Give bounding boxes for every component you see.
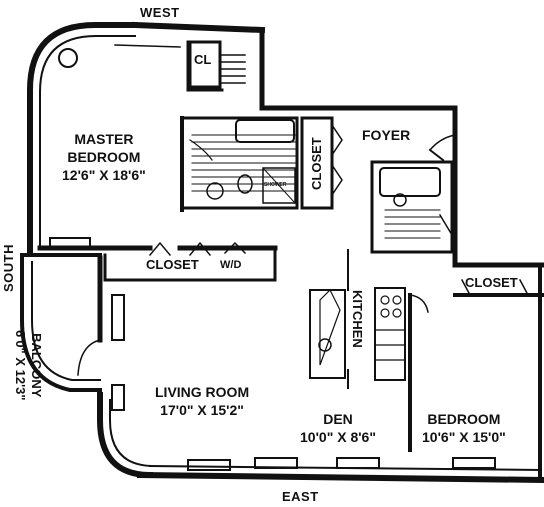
shower-label: SHOWER xyxy=(264,182,287,188)
closet-vertical-box xyxy=(300,116,334,210)
bedroom-closet-door-1 xyxy=(460,278,472,297)
wd-door xyxy=(223,241,247,255)
compass-west-label: WEST xyxy=(140,5,180,20)
bedroom-closet-door-2 xyxy=(518,278,530,297)
stove-burner-4 xyxy=(392,308,402,318)
living-column-1 xyxy=(111,294,125,341)
master-shower xyxy=(262,167,296,204)
closet-hall-label: CLOSET xyxy=(146,257,199,272)
den-door-arc xyxy=(409,294,429,313)
window-4 xyxy=(452,457,496,469)
master-corner-column xyxy=(58,48,78,68)
living-room-label: LIVING ROOM 17'0" X 15'2" xyxy=(155,383,249,419)
kitchen-counter-left-inner xyxy=(319,288,341,366)
master-bedroom-name-2: BEDROOM xyxy=(67,149,141,165)
kitchen-label: KITCHEN xyxy=(350,290,365,348)
den-label: DEN 10'0" X 8'6" xyxy=(300,410,376,446)
stove-burner-2 xyxy=(392,295,402,305)
window-3 xyxy=(336,457,380,469)
balcony-name: BALCONY xyxy=(29,333,44,398)
den-name: DEN xyxy=(323,411,353,427)
outer-wall-southwest-curve-inner xyxy=(109,399,154,468)
outer-wall-bottom xyxy=(136,471,544,484)
foyer-entry-door-leaf xyxy=(428,148,445,162)
master-toilet xyxy=(237,174,253,194)
master-shower-x xyxy=(262,167,296,204)
bath2-door xyxy=(438,213,454,237)
wall-hall-closet xyxy=(103,248,277,282)
cl-closet-wall xyxy=(186,40,224,92)
window-2 xyxy=(254,457,298,469)
balcony-rail-curve xyxy=(20,253,102,392)
outer-wall-northwest-curve xyxy=(27,22,138,253)
closet-vertical-door-2 xyxy=(330,163,343,197)
bedroom-dims: 10'6" X 15'0" xyxy=(422,429,506,445)
balcony-rail-curve-inner xyxy=(31,261,101,381)
kitchen-counter-right xyxy=(374,287,406,381)
kitchen-counter-left xyxy=(309,289,346,379)
foyer-label: FOYER xyxy=(362,127,411,143)
bath2-sink xyxy=(393,193,407,207)
closet-bedroom-label: CLOSET xyxy=(465,275,518,290)
bath2 xyxy=(370,160,454,254)
master-bath-door-arc xyxy=(189,139,213,161)
stove-burner-1 xyxy=(380,295,390,305)
kitchen-counter-right-shelves xyxy=(374,329,406,361)
living-column-2 xyxy=(111,384,125,411)
balcony-dims: 6'0" X 12'3" xyxy=(13,330,28,401)
master-tub xyxy=(235,119,295,143)
master-headboard-line xyxy=(114,44,181,48)
balcony-label: BALCONY 6'0" X 12'3" xyxy=(12,330,44,401)
kitchen-sink xyxy=(318,338,332,352)
foyer-entry-door xyxy=(428,134,456,152)
wd-label: W/D xyxy=(220,259,242,271)
bath2-tub xyxy=(379,167,441,197)
compass-south-label: SOUTH xyxy=(1,244,16,292)
hall-closet-door-2 xyxy=(188,241,212,257)
compass-east-label: EAST xyxy=(282,489,319,504)
hall-closet-door-1 xyxy=(148,241,172,257)
window-master xyxy=(49,237,91,249)
stove-burner-3 xyxy=(380,308,390,318)
bedroom-label: BEDROOM 10'6" X 15'0" xyxy=(422,410,506,446)
cl-closet-box xyxy=(188,40,222,89)
closet-vertical-door-1 xyxy=(330,123,343,157)
outer-wall-southwest-curve xyxy=(97,392,154,479)
master-sink xyxy=(206,182,224,200)
cl-closet-shelves xyxy=(221,54,246,84)
window-1 xyxy=(187,459,231,471)
balcony-door-arc xyxy=(77,339,101,376)
closet-vertical-label: CLOSET xyxy=(309,137,324,190)
master-bedroom-dims: 12'6" X 18'6" xyxy=(62,167,146,183)
living-room-dims: 17'0" X 15'2" xyxy=(160,402,244,418)
outer-wall-top xyxy=(131,21,266,34)
den-dims: 10'0" X 8'6" xyxy=(300,429,376,445)
bedroom-name: BEDROOM xyxy=(427,411,501,427)
outer-wall-northwest-curve-inner xyxy=(39,35,136,249)
living-room-name: LIVING ROOM xyxy=(155,384,250,400)
master-bedroom-name-1: MASTER xyxy=(74,131,134,147)
master-bedroom-label: MASTER BEDROOM 12'6" X 18'6" xyxy=(62,130,146,184)
bath2-stripes xyxy=(384,209,441,239)
cl-label: CL xyxy=(194,52,212,67)
